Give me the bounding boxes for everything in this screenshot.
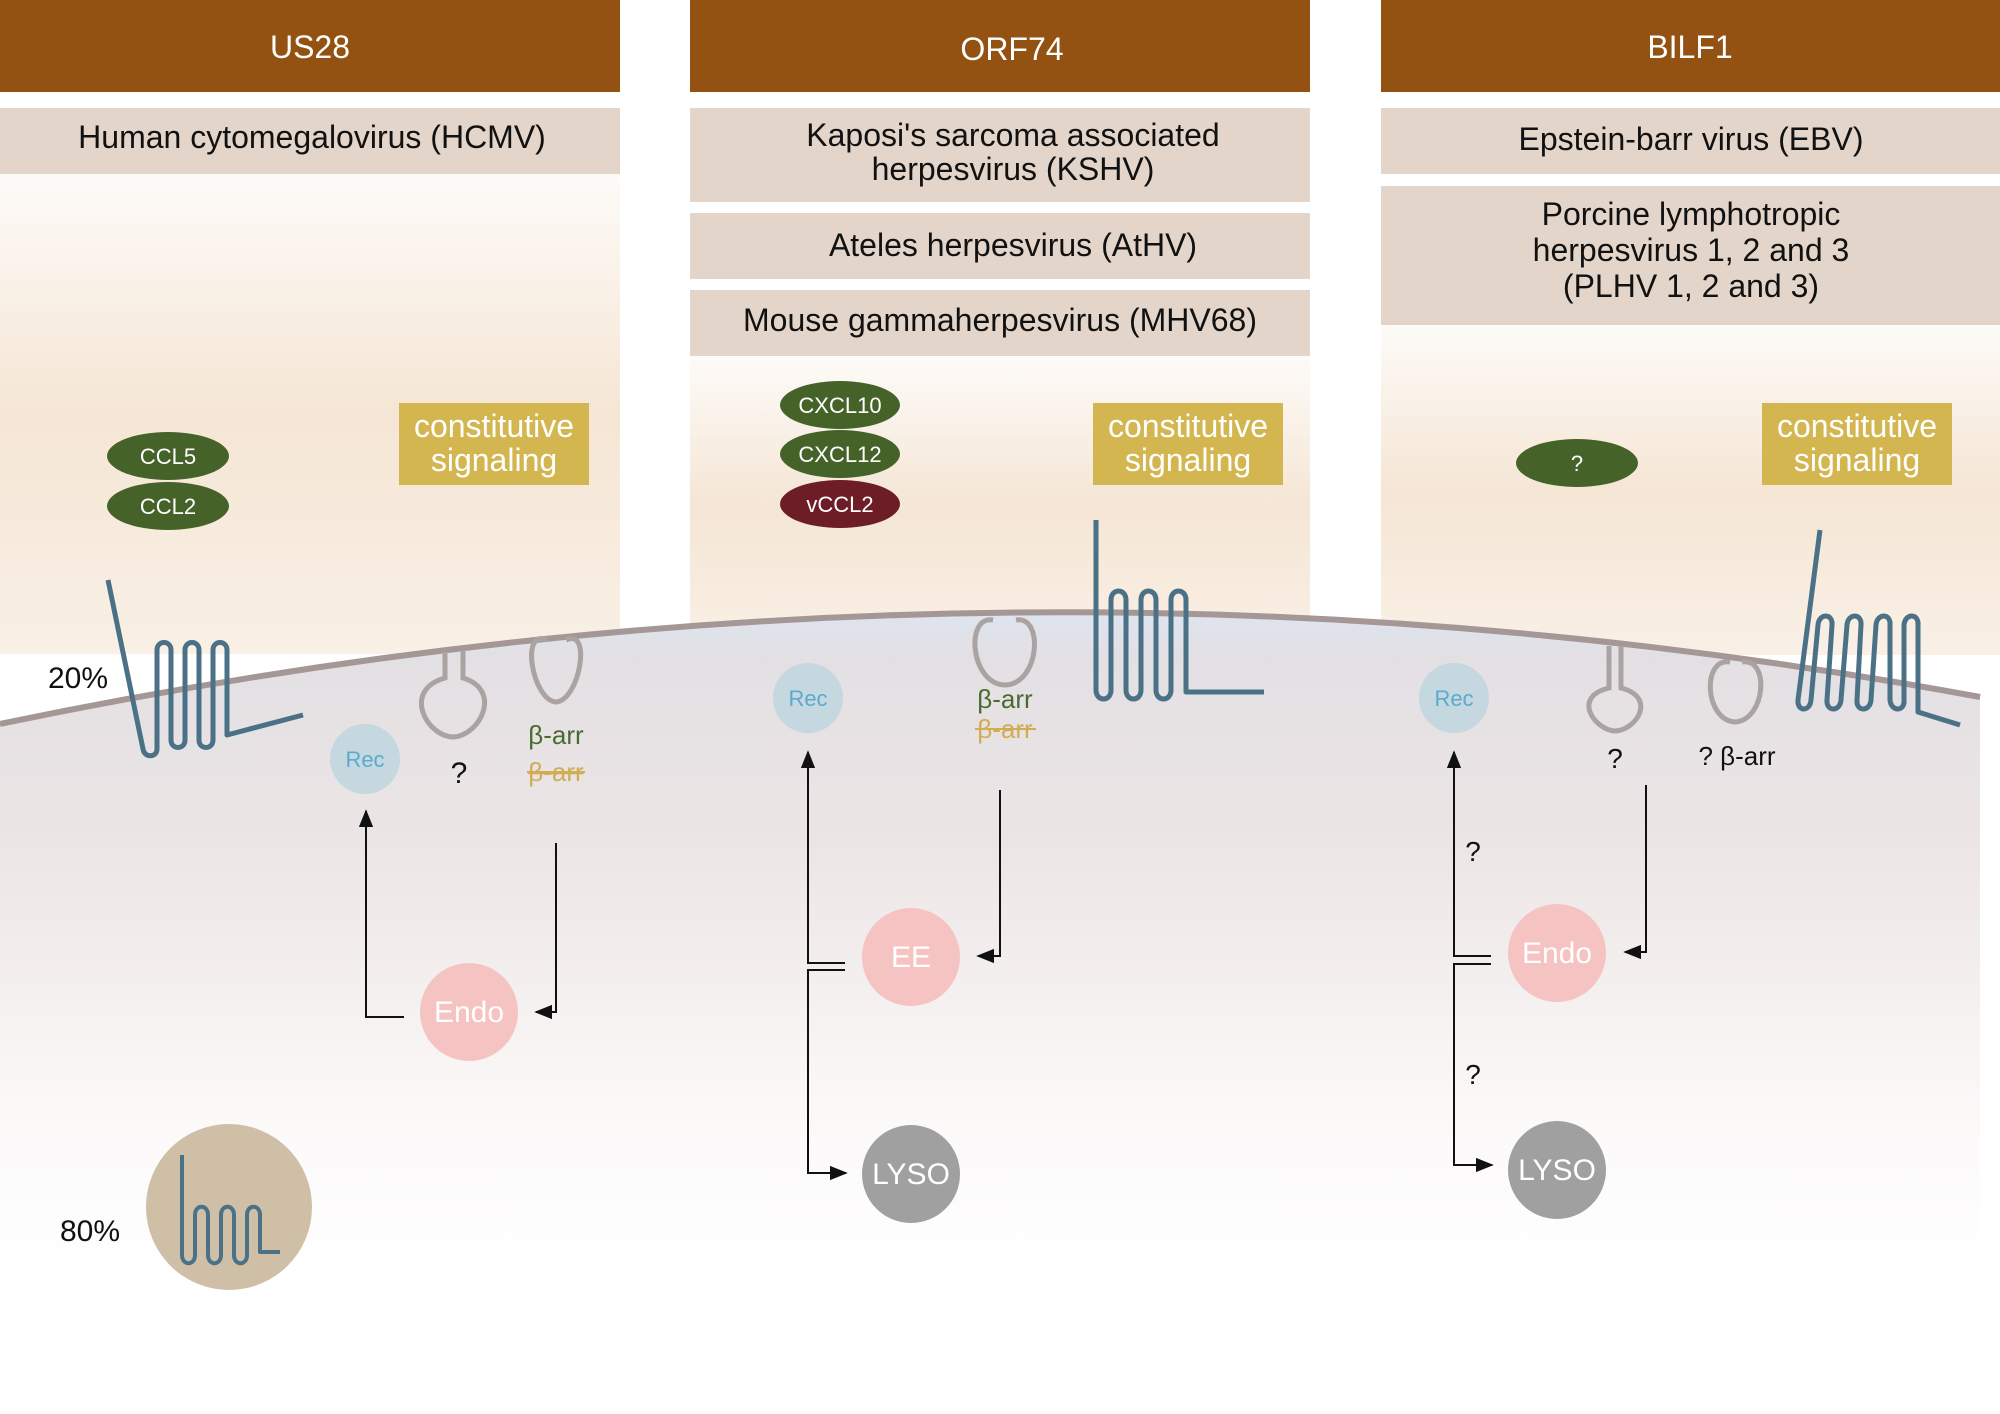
bilf1-header	[1381, 0, 2000, 92]
ligand-cxcl12	[780, 430, 900, 478]
bilf1-endo-label: Endo	[1522, 937, 1592, 970]
virus-box-kshv	[690, 108, 1310, 202]
us28-surface-percent: 20%	[48, 662, 108, 695]
orf74-lyso-label: LYSO	[872, 1158, 950, 1191]
virus-box-ebv	[1381, 108, 2000, 174]
bilf1-pit-2	[1707, 659, 1764, 725]
orf74-rec-label: Rec	[788, 686, 827, 711]
bilf1-path-q1: ?	[1465, 836, 1481, 867]
bilf1-lyso	[1508, 1121, 1606, 1219]
ligand-unknown-label: ?	[1571, 451, 1583, 476]
bilf1-arrow-to-endo	[1623, 785, 1647, 960]
bilf1-pit1-label: ?	[1607, 743, 1623, 774]
us28-internal-percent: 80%	[60, 1215, 120, 1248]
bilf1-arrow-to-rec	[1446, 750, 1491, 957]
virus-athv: Ateles herpesvirus (AtHV)	[829, 227, 1197, 263]
us28-header	[0, 0, 620, 92]
bilf1-rec-label: Rec	[1434, 686, 1473, 711]
ligand-ccl2	[107, 482, 229, 530]
us28-receptor	[105, 579, 304, 759]
cell-interior	[0, 612, 1980, 1270]
orf74-barr-active: β-arr	[977, 684, 1033, 714]
us28-internal-receptor	[180, 1155, 280, 1266]
us28-title: US28	[270, 29, 350, 65]
bilf1-arrow-to-lyso	[1453, 963, 1494, 1173]
us28-endo-label: Endo	[434, 996, 504, 1029]
orf74-rec	[773, 663, 843, 733]
us28-constitutive-box	[399, 403, 589, 485]
bilf1-rec	[1419, 663, 1489, 733]
virus-box-hcmv	[0, 108, 620, 174]
us28-arrow-to-endo	[534, 843, 557, 1020]
us28-arrow-to-rec	[358, 809, 404, 1018]
bilf1-constitutive-box	[1762, 403, 1952, 485]
virus-hcmv: Human cytomegalovirus (HCMV)	[78, 119, 546, 155]
orf74-header	[690, 0, 1310, 92]
bilf1-path-q2: ?	[1465, 1059, 1481, 1090]
ligand-ccl2-label: CCL2	[140, 494, 196, 519]
bilf1-lyso-label: LYSO	[1518, 1154, 1596, 1187]
orf74-pit	[972, 617, 1037, 688]
virus-box-plhv	[1381, 186, 2000, 325]
ligand-ccl5	[107, 432, 229, 480]
bilf1-receptor	[1795, 529, 1961, 728]
virus-box-athv	[690, 213, 1310, 279]
orf74-arrow-to-lyso	[807, 969, 848, 1181]
ligand-vccl2-label: vCCL2	[806, 492, 873, 517]
virus-mhv68: Mouse gammaherpesvirus (MHV68)	[743, 302, 1257, 338]
orf74-lyso	[862, 1125, 960, 1223]
orf74-ee	[862, 908, 960, 1006]
bilf1-title: BILF1	[1647, 29, 1732, 65]
ligand-unknown	[1516, 439, 1638, 487]
orf74-ee-label: EE	[891, 941, 931, 974]
ligand-ccl5-label: CCL5	[140, 444, 196, 469]
us28-rec-label: Rec	[345, 747, 384, 772]
orf74-arrow-to-ee	[976, 790, 1001, 964]
bilf1-pit2-label: ? β-arr	[1698, 741, 1775, 771]
orf74-title: ORF74	[960, 31, 1063, 67]
bilf1-pit-1	[1586, 646, 1644, 734]
ligand-cxcl10-label: CXCL10	[798, 393, 881, 418]
us28-rec	[330, 724, 400, 794]
orf74-receptor	[1093, 520, 1264, 702]
ligand-vccl2	[780, 480, 900, 528]
ligand-cxcl12-label: CXCL12	[798, 442, 881, 467]
us28-pit1-label: ?	[451, 757, 468, 790]
cell-membrane	[0, 609, 1981, 727]
virus-ebv: Epstein-barr virus (EBV)	[1519, 121, 1864, 157]
ligand-cxcl10	[780, 381, 900, 429]
us28-endo	[420, 963, 518, 1061]
orf74-constitutive-box	[1093, 403, 1283, 485]
us28-barr-active: β-arr	[528, 720, 584, 750]
us28-pit-1	[419, 650, 487, 740]
bilf1-column-bg	[1381, 325, 2000, 655]
bilf1-endo	[1508, 904, 1606, 1002]
virus-box-mhv68	[690, 290, 1310, 356]
orf74-arrow-to-rec	[800, 750, 845, 964]
us28-pit-2	[529, 636, 584, 705]
